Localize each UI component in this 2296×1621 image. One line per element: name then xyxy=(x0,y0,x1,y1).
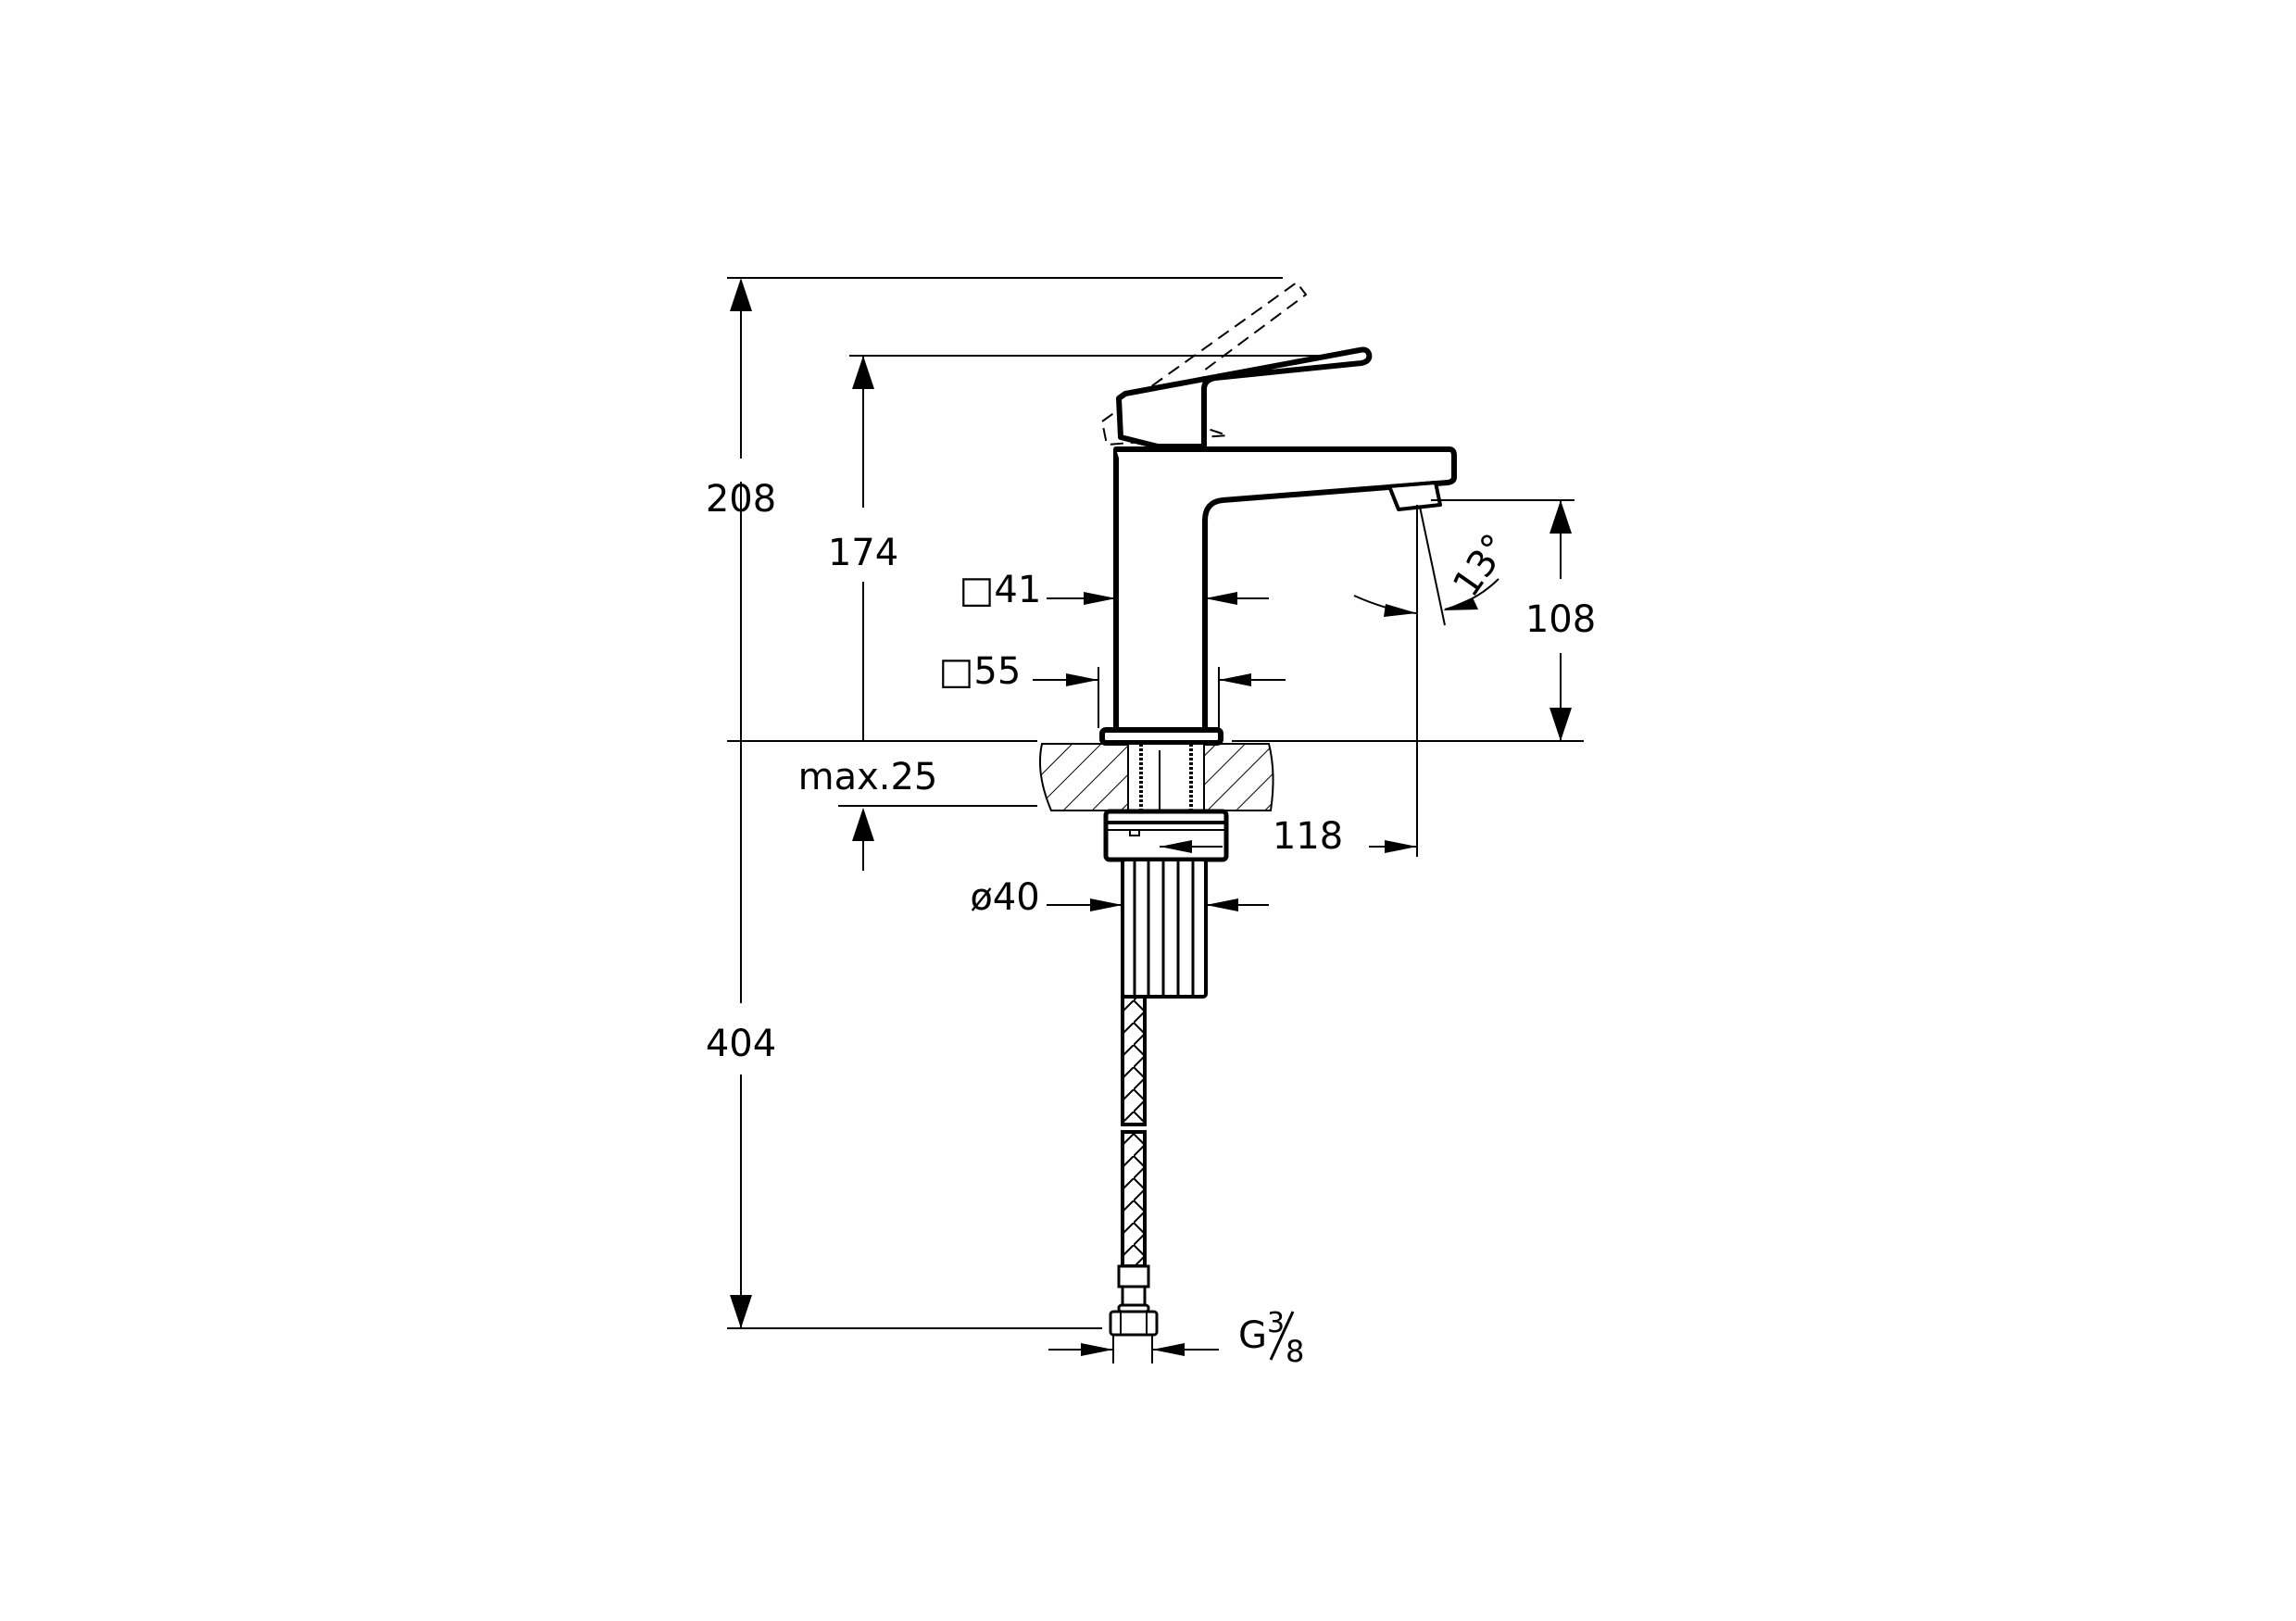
label-404: 404 xyxy=(706,1023,776,1065)
label-174: 174 xyxy=(828,532,898,574)
dimension-208: 208 xyxy=(706,277,1283,741)
dimension-base-55: □55 xyxy=(939,650,1286,728)
label-108: 108 xyxy=(1525,598,1596,641)
flexible-hose xyxy=(1109,995,1159,1337)
label-118: 118 xyxy=(1273,815,1343,858)
label-13-degrees: 13° xyxy=(1445,526,1517,604)
ribbed-shank xyxy=(1121,858,1208,999)
label-208: 208 xyxy=(706,478,776,521)
dimension-404: 404 xyxy=(706,741,1102,1329)
dimension-174: 174 xyxy=(828,355,1352,741)
dimension-counter-thickness: max.25 xyxy=(798,756,1037,871)
dimension-body-41: □41 xyxy=(960,569,1269,611)
label-body-41: □41 xyxy=(960,569,1042,611)
label-thread-denominator: 8 xyxy=(1286,1334,1304,1369)
label-shank-40: ø40 xyxy=(970,876,1039,919)
dimension-shank-40: ø40 xyxy=(970,876,1269,919)
dimension-118: 118 xyxy=(1160,815,1417,858)
dimension-spout-angle: 13° xyxy=(1353,506,1518,626)
label-thread-numerator: 3 xyxy=(1267,1307,1285,1339)
label-max-25: max.25 xyxy=(798,756,938,798)
dimension-thread-g38: G 3 8 xyxy=(1048,1307,1304,1369)
mounting-nut xyxy=(1103,809,1229,862)
dimension-108: 108 xyxy=(1416,499,1596,857)
label-base-55: □55 xyxy=(939,650,1022,693)
faucet-body xyxy=(1099,281,1457,746)
label-thread-prefix: G xyxy=(1238,1314,1267,1357)
